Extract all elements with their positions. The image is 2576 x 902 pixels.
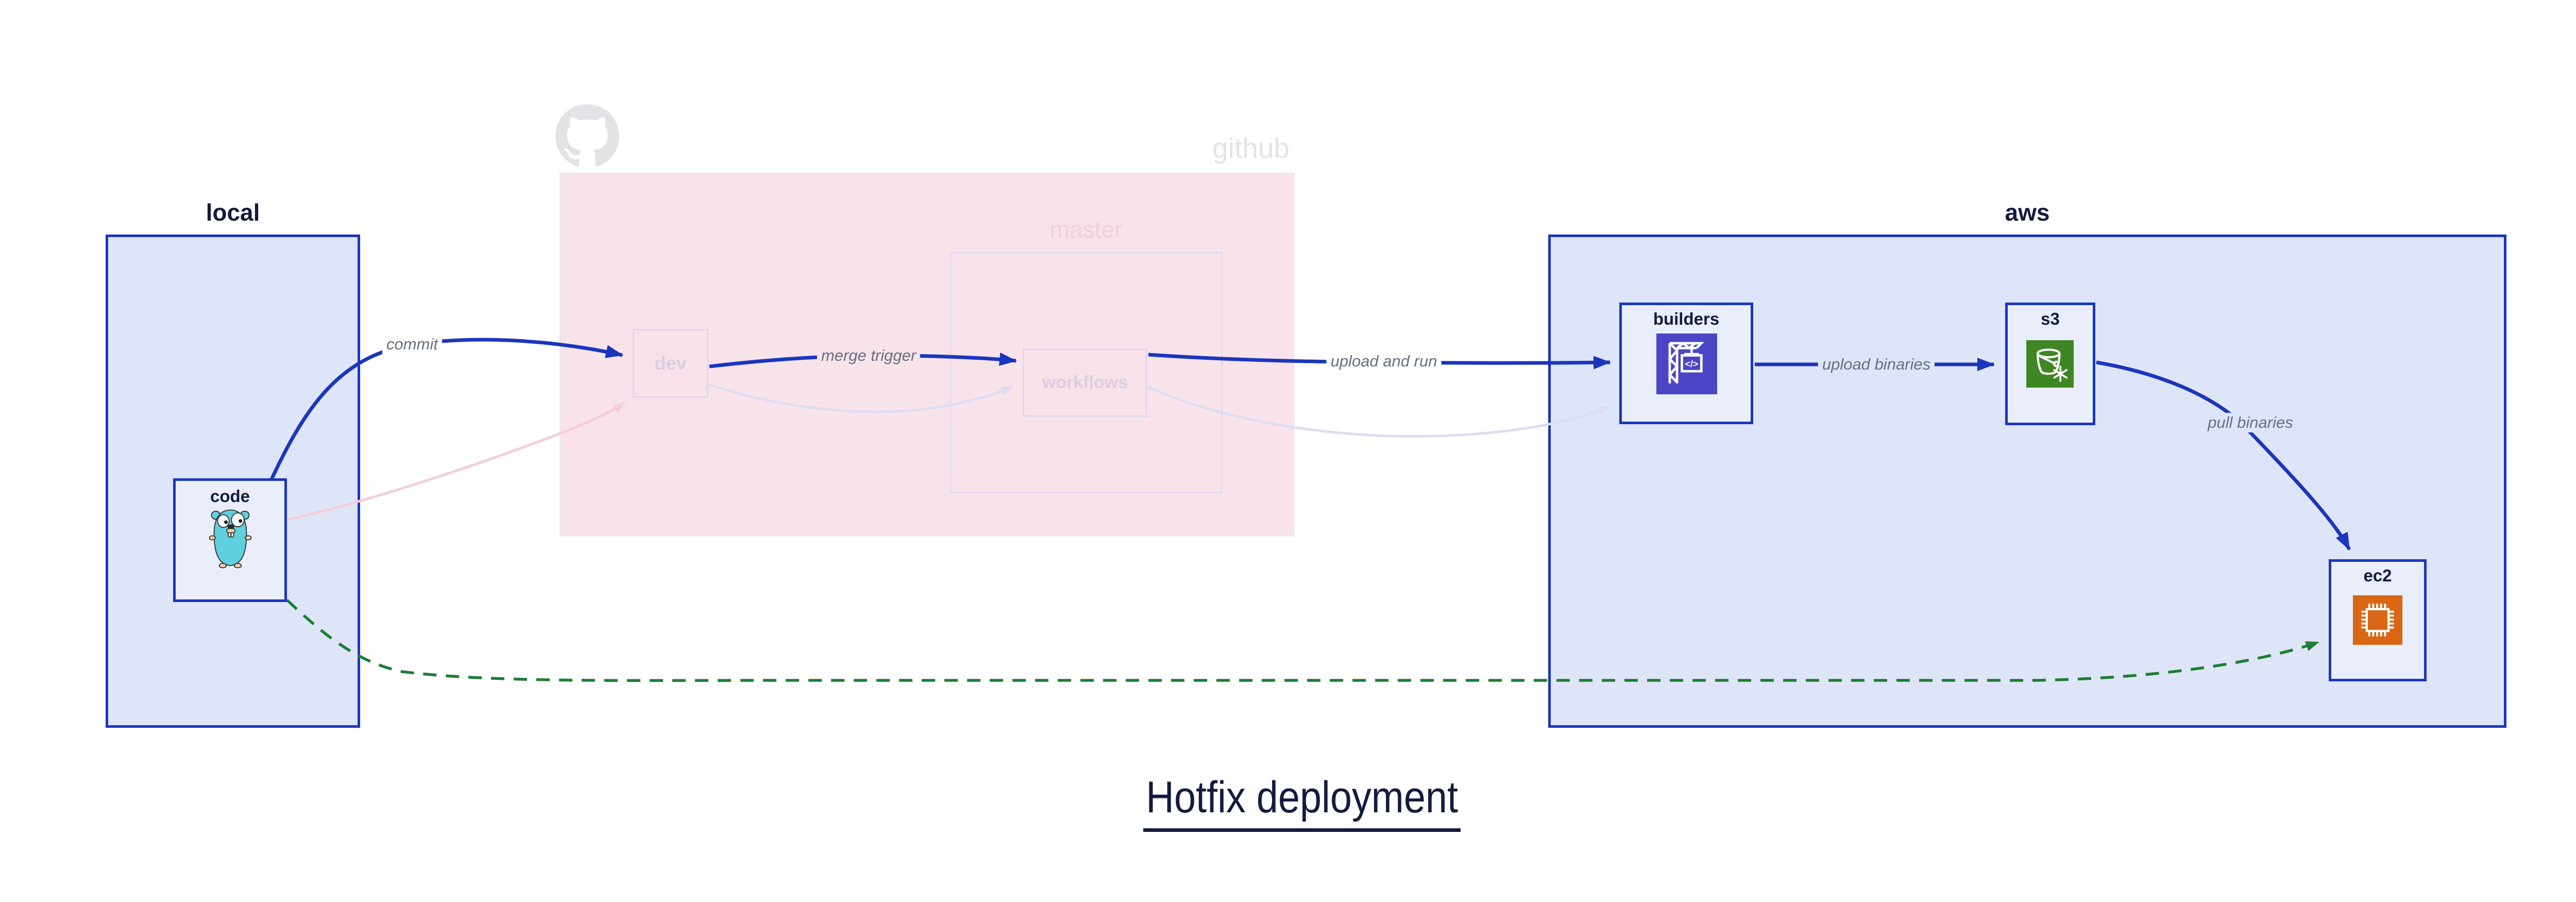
edge-label-upload-binaries: upload binaries [1818,354,1935,375]
ec2-chip-icon [2353,595,2402,645]
diagram-title-text: Hotfix deployment [1143,772,1461,832]
svg-text:</>: </> [1685,359,1699,369]
gopher-icon [207,508,253,569]
cluster-master-label: master [1049,216,1123,243]
node-workflows-label: workflows [1042,373,1128,392]
node-workflows: workflows [1023,348,1147,417]
edge-commit [269,338,623,480]
octocat-icon [555,104,619,168]
edge-pull-binaries [2096,360,2351,550]
node-builders-label: builders [1653,309,1720,328]
edge-label-pull-binaries: pull binaries [2204,412,2297,433]
cluster-master [950,252,1223,493]
cluster-github-label: github [1212,132,1290,164]
node-ec2-label: ec2 [2363,566,2392,585]
node-s3-label: s3 [2041,309,2060,328]
edge-hotfix-dashed [286,598,2319,682]
diagram-title: Hotfix deployment [0,772,2576,832]
edge-faded-upload [1147,386,1610,438]
node-dev-label: dev [654,353,687,374]
edge-label-commit: commit [382,334,442,355]
cluster-local-label: local [206,199,260,226]
edge-label-upload-and-run: upload and run [1326,351,1442,372]
cluster-aws-label: aws [2005,199,2050,226]
edge-faded-merge [709,383,1013,413]
s3-glacier-bucket-icon [2026,340,2074,388]
node-dev: dev [633,329,708,398]
edge-faded-commit [287,401,625,521]
codebuild-crane-icon: </> [1656,333,1717,394]
edge-label-merge-trigger: merge trigger [817,345,921,366]
node-code-label: code [210,487,250,506]
